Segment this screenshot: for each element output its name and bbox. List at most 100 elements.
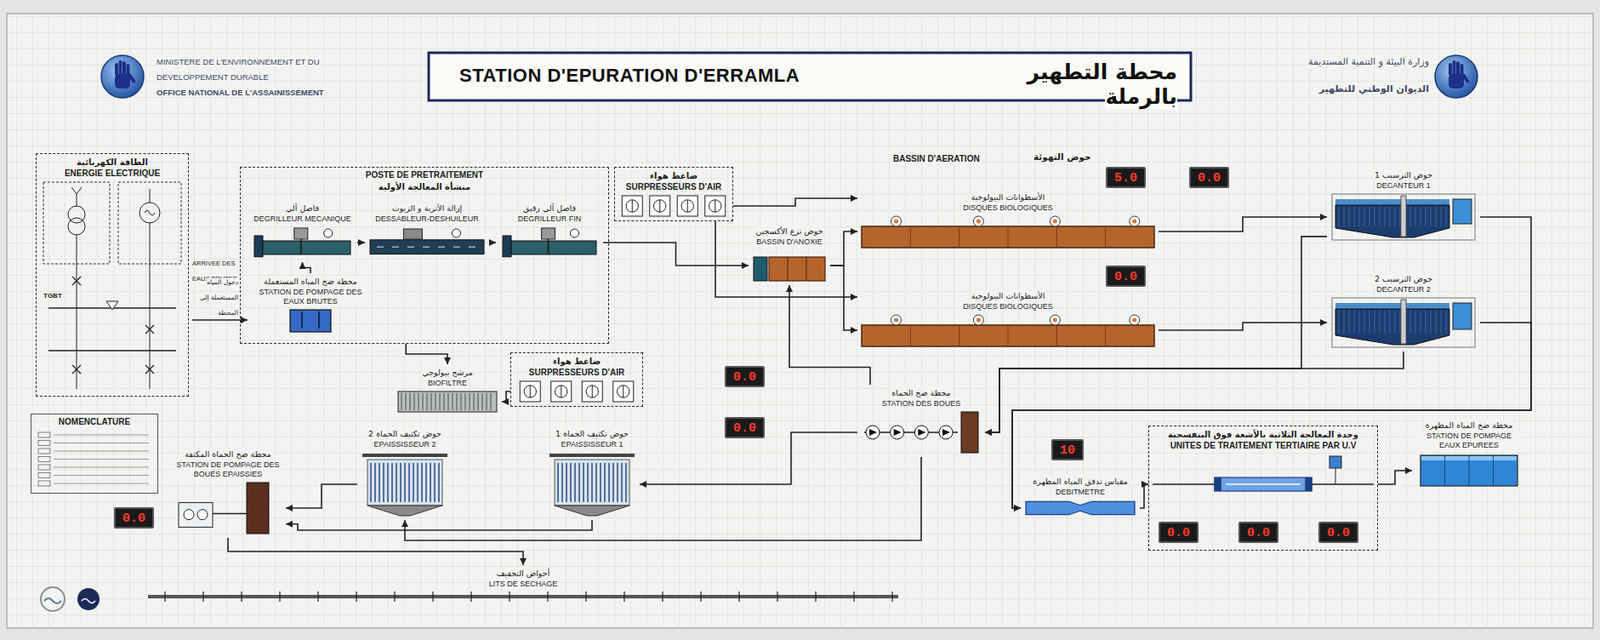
- aeration-graphic: [860, 313, 1156, 348]
- pipe-line: [164, 591, 166, 602]
- panel-shape: [551, 381, 572, 402]
- pipe-line: [1007, 226, 1009, 248]
- thickener: حوض تكثيف الحماة 2EPAISSISSEUR 2: [357, 425, 453, 520]
- panel-shape: [502, 235, 512, 257]
- thickener: حوض تكثيف الحماة 1EPAISSISSEUR 1: [544, 425, 640, 520]
- pipe-line: [557, 462, 559, 502]
- ministry-logo: [101, 55, 144, 98]
- symbol-circle: [939, 425, 953, 439]
- tank-outline: [1335, 204, 1450, 238]
- pipe-line: [1349, 206, 1350, 227]
- sludge-station: محطة ضخ الحماةSTATION DES BOUES: [857, 384, 986, 457]
- pipe-connector: [603, 242, 749, 266]
- blowers-graphic: [618, 193, 729, 218]
- pipe-connector: [285, 483, 358, 508]
- pipe-line: [1469, 455, 1470, 486]
- pipe-line: [1104, 324, 1106, 347]
- pipe-connector: [489, 241, 496, 244]
- symbol-circle: [891, 216, 902, 227]
- panel-shape: [511, 240, 597, 255]
- pipe-line: [76, 307, 78, 389]
- table-graphic: [34, 428, 154, 490]
- unit-label: محطة ضخ الحماة: [890, 387, 951, 399]
- panel-shape: [254, 235, 263, 257]
- panel-shape: [1461, 73, 1470, 84]
- panel-shape: [127, 73, 137, 84]
- pipe-line: [48, 349, 177, 352]
- pipe-line: [1440, 206, 1442, 227]
- label-text: OFFICE NATIONAL DE L'ASSAINISSEMENT: [156, 87, 325, 97]
- symbol-group: [227, 198, 1532, 565]
- pipe-connector: [302, 261, 312, 274]
- panel-shape: [549, 453, 635, 457]
- aeration-tank: الأسطوانات البيولوجيةDISQUES BIOLOGIQUES: [857, 188, 1159, 251]
- panel-shape: [1452, 199, 1472, 224]
- title-block: STATION D'EPURATION D'ERRAMLA: [459, 64, 800, 87]
- pipe-line: [582, 462, 584, 502]
- treatedpump-graphic: [1415, 451, 1523, 490]
- symbol-path: [1025, 501, 1135, 514]
- panel-shape: [1448, 62, 1452, 76]
- pipe-line: [592, 385, 593, 398]
- pipe-line: [240, 591, 242, 602]
- unit-sublabel: LITS DE SECHAGE: [488, 579, 559, 589]
- pipe-line: [414, 392, 416, 410]
- pipe-line: [53, 474, 149, 476]
- pipe-line: [1389, 310, 1391, 334]
- desander-symbol: [368, 225, 486, 260]
- digital-display: 5.0: [1105, 166, 1146, 188]
- symbol-circle: [973, 314, 984, 325]
- desander-graphic: [368, 225, 486, 260]
- panel-shape: [398, 391, 497, 412]
- display-reading: 0.0: [1326, 525, 1350, 541]
- pipe-line: [620, 462, 622, 502]
- biofilter-symbol: [396, 389, 499, 414]
- pipe-line: [478, 392, 479, 410]
- symbol-circle: [1132, 219, 1137, 224]
- pipe-line: [71, 187, 77, 194]
- pipe-connector: [357, 241, 365, 244]
- panel-shape: [768, 256, 826, 281]
- pipe-line: [145, 364, 154, 374]
- pipe-line: [72, 364, 81, 374]
- panel-shape: [705, 195, 726, 217]
- pipe-line: [1225, 483, 1301, 485]
- symbol-circle: [523, 385, 536, 398]
- pipe-line: [76, 234, 78, 308]
- symbol-circle: [1049, 216, 1060, 227]
- pipe-line: [53, 442, 149, 444]
- symbol-circle: [1053, 318, 1058, 323]
- pipe-connector: [830, 265, 858, 331]
- panel-shape: [294, 227, 308, 240]
- pipe-line: [453, 245, 461, 248]
- pipe-line: [53, 466, 149, 468]
- panel-shape: [861, 226, 1155, 248]
- pipe-line: [1430, 310, 1432, 334]
- label-text: TGBT: [43, 291, 63, 300]
- pipe-line: [395, 462, 397, 502]
- pipe-line: [561, 462, 563, 502]
- board-grid: [6, 13, 1594, 628]
- pretreatment-group: POSTE DE PRETRAITEMENTمنشأة المعالجة الأ…: [239, 166, 610, 344]
- panel-shape: [122, 61, 126, 76]
- pipe-line: [149, 222, 151, 351]
- pipe-line: [1400, 310, 1401, 334]
- panel-shape: [38, 480, 51, 486]
- unit-sublabel: منشأة المعالجة الأولية: [377, 181, 472, 193]
- pipe-line: [461, 392, 462, 410]
- pipe-line: [547, 239, 550, 255]
- pipe-line: [382, 462, 384, 502]
- text-label: حوض التهوئة: [1033, 148, 1092, 164]
- pipe-line: [1425, 310, 1427, 334]
- pipe-line: [431, 392, 433, 410]
- clarifier-symbol: [1330, 192, 1477, 242]
- pipe-line: [422, 245, 430, 248]
- pipe-line: [1384, 310, 1386, 334]
- blowers-graphic: [514, 379, 639, 404]
- pipe-line: [659, 199, 661, 212]
- pipe-line: [1364, 310, 1366, 334]
- pipe-line: [546, 591, 548, 602]
- pipe-line: [1338, 310, 1340, 334]
- unit-label: فاصل آلي: [284, 202, 320, 214]
- pipe-line: [416, 462, 418, 502]
